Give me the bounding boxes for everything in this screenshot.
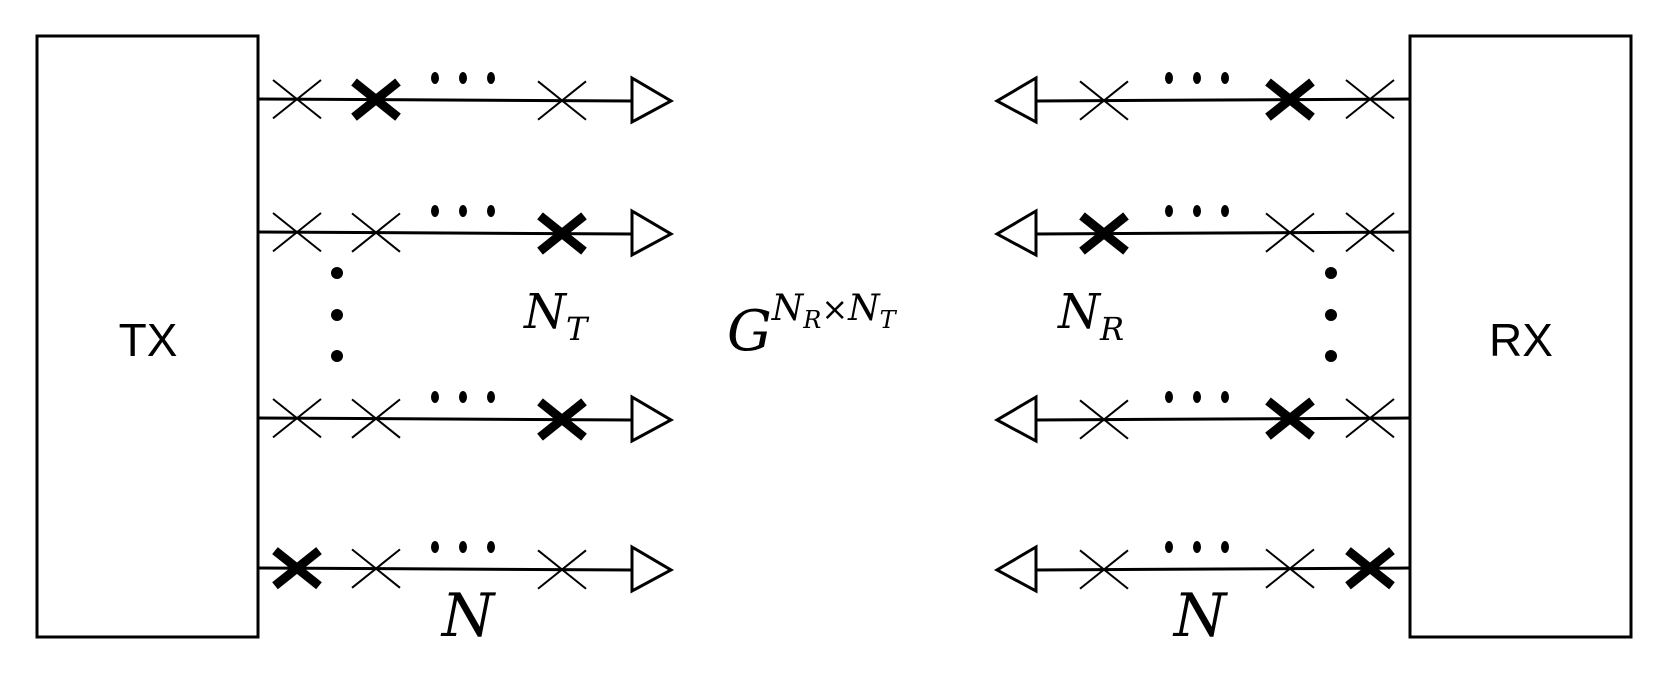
horizontal-ellipsis (431, 391, 495, 403)
tx-n-label: N (440, 581, 497, 651)
rx-antenna-icon (993, 394, 1038, 444)
active-element-marker (351, 78, 401, 121)
horizontal-ellipsis (431, 72, 495, 84)
rx-feed-line (1035, 566, 1411, 572)
n-r-label: NR (1057, 284, 1124, 348)
active-element-marker (1265, 397, 1315, 440)
rx-antenna-row (993, 391, 1411, 444)
element-marker (1265, 548, 1315, 589)
rx-box (1408, 34, 1633, 639)
element-marker (351, 212, 401, 253)
element-marker (1079, 549, 1129, 590)
tx-feed-line (257, 416, 633, 422)
element-marker (1345, 398, 1395, 439)
channel-matrix-label: GNR×NT (727, 288, 898, 364)
tx-antenna-icon (630, 208, 675, 258)
active-element-marker (272, 547, 322, 590)
tx-feed-line (257, 230, 633, 236)
tx-feed-line (257, 97, 633, 103)
rx-vertical-ellipsis (1325, 267, 1337, 362)
tx-antenna-row (257, 205, 675, 258)
element-marker (1079, 399, 1129, 440)
rx-feed-line (1035, 97, 1411, 103)
rx-antenna-icon (993, 208, 1038, 258)
horizontal-ellipsis (431, 205, 495, 217)
element-marker (351, 548, 401, 589)
tx-antenna-icon (630, 394, 675, 444)
rx-antenna-row (993, 541, 1411, 594)
rx-antenna-rows (993, 72, 1411, 594)
tx-label: TX (119, 314, 178, 366)
active-element-marker (1079, 212, 1129, 255)
rx-antenna-row (993, 72, 1411, 125)
tx-antenna-icon (630, 544, 675, 594)
rx-antenna-row (993, 205, 1411, 258)
n-t-label: NT (523, 284, 590, 348)
rx-feed-line (1035, 416, 1411, 422)
rx-feed-line (1035, 230, 1411, 236)
element-marker (1265, 212, 1315, 253)
tx-antenna-row (257, 391, 675, 444)
tx-antenna-icon (630, 75, 675, 125)
tx-antenna-row (257, 72, 675, 125)
rx-antenna-icon (993, 75, 1038, 125)
tx-antenna-row (257, 541, 675, 594)
active-element-marker (1345, 547, 1395, 590)
tx-feed-line (257, 566, 633, 572)
tx-box (35, 34, 260, 639)
rx-n-label: N (1172, 581, 1229, 651)
element-marker (1345, 79, 1395, 120)
rx-label: RX (1489, 314, 1553, 366)
horizontal-ellipsis (1165, 72, 1229, 84)
element-marker (272, 398, 322, 439)
element-marker (272, 79, 322, 120)
active-element-marker (1265, 78, 1315, 121)
tx-vertical-ellipsis (331, 267, 343, 362)
horizontal-ellipsis (1165, 391, 1229, 403)
tx-antenna-rows (257, 72, 675, 594)
rx-antenna-icon (993, 544, 1038, 594)
active-element-marker (537, 212, 587, 255)
element-marker (537, 549, 587, 590)
active-element-marker (537, 398, 587, 441)
element-marker (351, 398, 401, 439)
horizontal-ellipsis (1165, 541, 1229, 553)
element-marker (272, 212, 322, 253)
element-marker (1079, 80, 1129, 121)
horizontal-ellipsis (431, 541, 495, 553)
element-marker (537, 80, 587, 121)
horizontal-ellipsis (1165, 205, 1229, 217)
element-marker (1345, 212, 1395, 253)
